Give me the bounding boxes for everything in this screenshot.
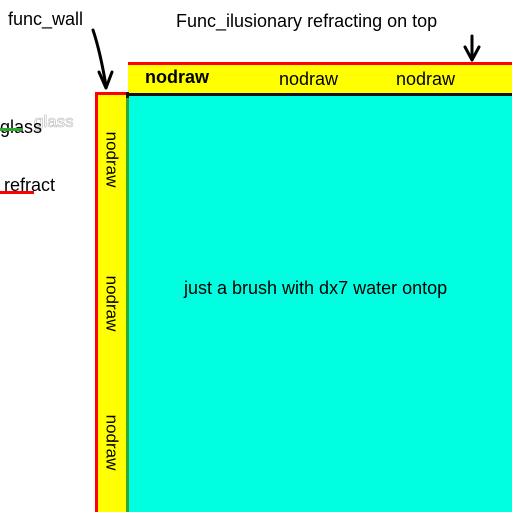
legend-glass-label: glass — [0, 117, 43, 137]
legend-glass-ghost-label: glass — [34, 112, 74, 131]
func-wall-corner-edge — [126, 92, 129, 98]
water-brush — [128, 96, 512, 512]
func-wall-top-edge — [95, 92, 129, 95]
func-wall-label: func_wall — [8, 9, 84, 29]
legend-refract-line — [0, 191, 34, 194]
legend-glass-line — [0, 128, 22, 131]
func-wall-brush — [95, 94, 129, 512]
legend-refract-label: refract — [4, 175, 56, 195]
func-illusionary-label: Func_ilusionary refracting on top — [176, 11, 438, 31]
water-brush-label: just a brush with dx7 water ontop — [184, 278, 448, 298]
func-illusionary-brush — [128, 62, 512, 96]
func-illusionary-arrow-icon — [463, 34, 481, 62]
top-nodraw-label-1: nodraw — [145, 67, 210, 87]
func-wall-arrow-icon — [91, 28, 114, 90]
top-nodraw-label-2: nodraw — [279, 69, 339, 89]
top-nodraw-label-3: nodraw — [396, 69, 456, 89]
